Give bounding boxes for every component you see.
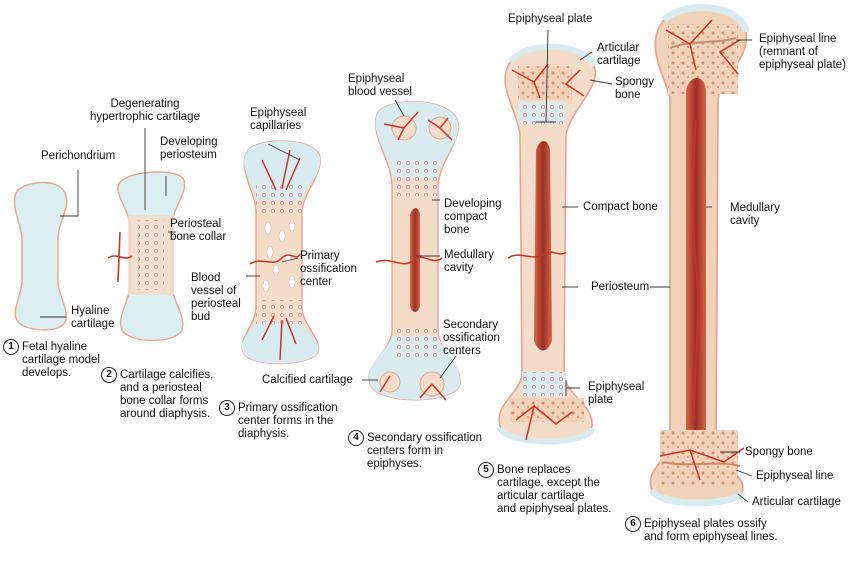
label-epiphyseal-blood-vessel: Epiphyseal blood vessel <box>348 73 412 98</box>
label-articular-cartilage-top: Articular cartilage <box>597 42 641 67</box>
label-spongy-bone-top: Spongy bone <box>615 76 655 101</box>
growth-cells-top-4 <box>392 160 438 196</box>
stage-5-caption: Bone replaces cartilage, except the arti… <box>497 464 612 515</box>
label-developing-compact-bone: Developing compact bone <box>444 198 502 236</box>
stage-1-caption: Fetal hyaline cartilage model develops. <box>22 341 100 379</box>
bone-stage-2 <box>107 171 186 342</box>
label-compact-bone: Compact bone <box>583 201 658 213</box>
vessels-3 <box>249 149 301 361</box>
articular-cartilage-bottom-6 <box>648 487 746 507</box>
growth-cells-top-3 <box>256 185 302 213</box>
vessels-6 <box>659 19 745 481</box>
label-degenerating-cartilage: Degenerating hypertrophic cartilage <box>90 98 200 123</box>
label-epiphyseal-plate-bottom: Epiphyseal plate <box>588 381 645 406</box>
label-medullary-cavity-6: Medullary cavity <box>730 202 780 227</box>
bone-stage-5 <box>497 43 597 445</box>
stage-4-number: 4 <box>348 430 364 446</box>
bone-stage-4 <box>368 101 461 401</box>
label-calcified-cartilage: Calcified cartilage <box>262 374 353 386</box>
articular-cartilage-top-5 <box>507 43 597 68</box>
label-epiphyseal-capillaries: Epiphyseal capillaries <box>250 107 307 132</box>
plate-cells-top-5 <box>518 102 566 124</box>
stage-3-number: 3 <box>219 400 235 416</box>
vessels-4 <box>375 111 453 401</box>
label-hyaline-cartilage: Hyaline cartilage <box>71 305 115 330</box>
calcified-zone-2 <box>138 220 164 290</box>
stage-2-number: 2 <box>101 367 117 383</box>
label-spongy-bone-bottom: Spongy bone <box>745 446 813 458</box>
stage-6-caption: Epiphyseal plates ossify and form epiphy… <box>644 518 778 543</box>
epiphyseal-line-top-6 <box>669 37 737 49</box>
cartilage-model <box>13 181 68 331</box>
bone-stage-6 <box>648 4 750 507</box>
label-perichondrium: Perichondrium <box>41 150 116 162</box>
articular-cartilage-bottom-5 <box>497 426 595 445</box>
label-articular-cartilage-bottom: Articular cartilage <box>752 496 841 508</box>
plate-cells-bottom-5 <box>522 372 566 396</box>
label-periosteal-bone-collar: Periosteal bone collar <box>170 218 227 243</box>
label-epiphyseal-line-top: Epiphyseal line (remnant of epiphyseal p… <box>759 33 846 71</box>
label-epiphyseal-plate-top: Epiphyseal plate <box>508 13 593 25</box>
epiphyseal-line-bottom-6 <box>663 461 741 467</box>
label-secondary-ossification-centers: Secondary ossification centers <box>443 319 500 357</box>
label-epiphyseal-line-bottom: Epiphyseal line <box>756 470 834 482</box>
bone-stage-3 <box>241 140 321 365</box>
label-primary-ossification-center: Primary ossification center <box>300 250 357 288</box>
stage-4-caption: Secondary ossification centers form in e… <box>367 432 483 470</box>
stage-6-number: 6 <box>625 516 641 532</box>
articular-cartilage-top-6 <box>661 4 750 34</box>
spongy-bone-top-5 <box>518 66 572 100</box>
leader-lines <box>40 29 753 503</box>
stage-3-caption: Primary ossification center forms in the… <box>238 402 338 440</box>
stage-1-number: 1 <box>3 339 19 355</box>
primary-center-cavities-3 <box>262 220 296 293</box>
growth-cells-bottom-3 <box>256 300 302 324</box>
vessels-5 <box>507 63 585 441</box>
label-periosteum: Periosteum <box>591 281 650 293</box>
stage-5-number: 5 <box>478 462 494 478</box>
secondary-center-bottom-left <box>379 371 401 393</box>
growth-cells-bottom-4 <box>392 326 438 360</box>
spongy-bone-bottom-5 <box>510 398 584 422</box>
stage-2-caption: Cartilage calcifies, and a periosteal bo… <box>120 369 214 420</box>
label-medullary-cavity-4: Medullary cavity <box>444 249 494 274</box>
vessel-2 <box>107 231 133 283</box>
label-developing-periosteum: Developing periosteum <box>160 136 218 161</box>
medullary-cavity-5 <box>534 141 552 351</box>
bone-stage-1 <box>13 181 68 331</box>
label-blood-vessel-periosteal-bud: Blood vessel of periosteal bud <box>191 272 241 323</box>
